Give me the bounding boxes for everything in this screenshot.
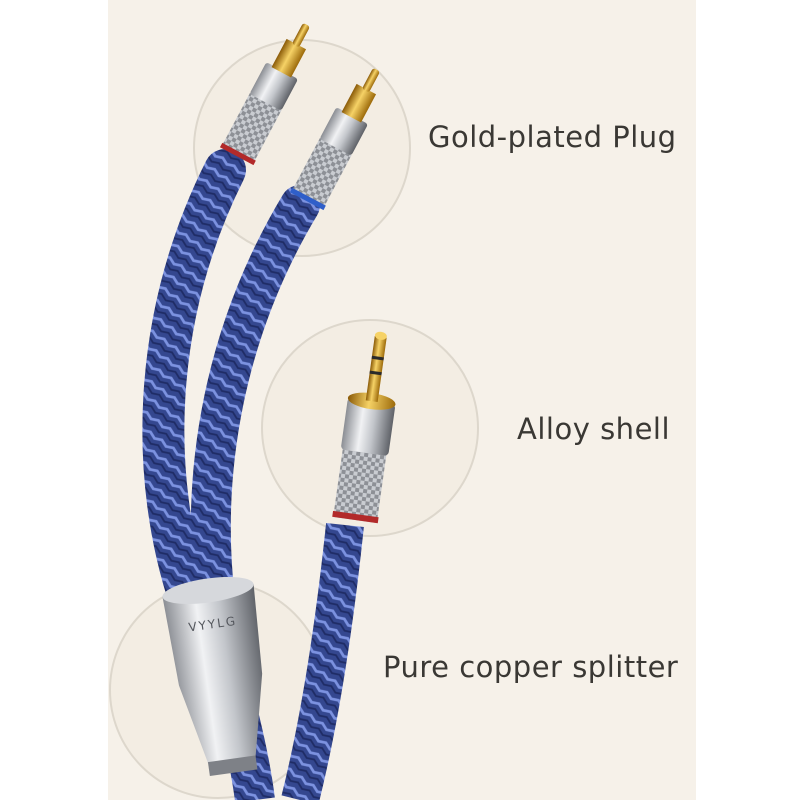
callout-label-pure-copper-splitter: Pure copper splitter xyxy=(383,650,679,684)
aux-cable xyxy=(281,523,364,800)
splitter-brand: VYYLG xyxy=(188,614,238,635)
rca-plug-icon xyxy=(289,68,380,211)
aux-jack-icon xyxy=(332,331,396,524)
right-branch-cable xyxy=(190,185,320,620)
callout-label-gold-plated-plug: Gold-plated Plug xyxy=(428,120,677,154)
left-branch-cable xyxy=(142,149,246,621)
rca-plug-icon xyxy=(219,23,310,166)
callout-label-alloy-shell: Alloy shell xyxy=(517,412,671,446)
splitter-icon: VYYLG xyxy=(162,576,263,777)
